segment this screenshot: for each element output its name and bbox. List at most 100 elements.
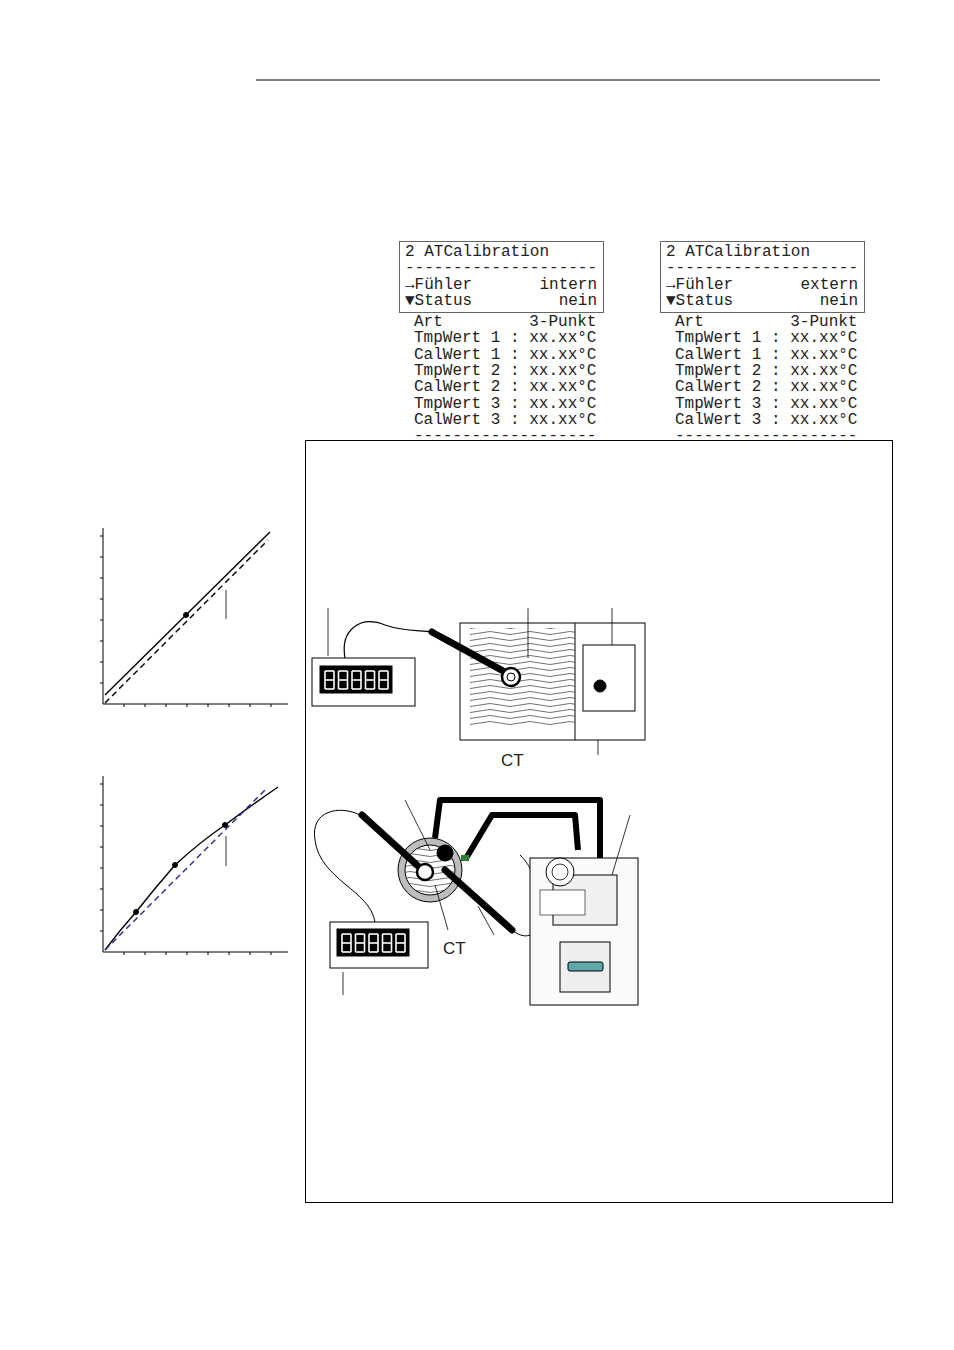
seven-segment-display [325,671,405,952]
display-segment [339,679,348,681]
display-segment [325,670,334,672]
display-segment [377,934,379,943]
menu-line: TmpWert 1 : xx.xx°C [675,330,857,346]
display-segment [396,951,405,953]
display-segment [383,951,392,953]
display-segment [333,671,335,680]
display-segment [374,680,376,689]
menu-line: -------------------- [405,260,598,276]
display-segment [324,680,326,689]
display-segment [360,680,362,689]
display-segment [356,933,365,935]
display-segment [395,943,397,952]
display-segment [404,934,406,943]
display-segment [379,688,388,690]
frame [306,441,893,1203]
menu-line: →Fühler intern [405,277,598,293]
display-segment [339,688,348,690]
display-segment [352,688,361,690]
header-rule [256,80,880,81]
display-segment [325,679,334,681]
menu-line: 2 ATCalibration [405,244,598,260]
display-segment [368,943,370,952]
menu-line: ▼Status nein [405,293,598,309]
display-segment [342,951,351,953]
display-segment [378,671,380,680]
menu-line: ▼Status nein [666,293,859,309]
display-segment [387,671,389,680]
part-label: CT [442,940,467,958]
display-segment [404,943,406,952]
display-segment [341,943,343,952]
display-segment [351,671,353,680]
menu-line: Art 3-Punkt [675,314,857,330]
display-segment [342,933,351,935]
display-segment [350,934,352,943]
display-segment [378,680,380,689]
menu-line: CalWert 3 : xx.xx°C [414,412,596,428]
display-segment [383,933,392,935]
display-segment [368,934,370,943]
display-segment [364,943,366,952]
display-segment [347,680,349,689]
display-segment [379,679,388,681]
menu-line: CalWert 1 : xx.xx°C [675,347,857,363]
display-segment [355,943,357,952]
display-segment [391,943,393,952]
display-segment [352,670,361,672]
display-segment [338,671,340,680]
display-segment [324,671,326,680]
display-segment [395,934,397,943]
menu-line: TmpWert 3 : xx.xx°C [675,396,857,412]
display-segment [374,671,376,680]
display-segment [382,934,384,943]
curve-graph [100,776,288,955]
menu-line: ------------------- [414,428,596,444]
linear-graph [100,528,288,707]
display-segment [351,680,353,689]
display-segment [341,934,343,943]
water-bath-setup [312,608,645,755]
display-segment [339,670,348,672]
display-segment [369,933,378,935]
display-segment [365,671,367,680]
display-segment [377,943,379,952]
display-segment [333,680,335,689]
display-segment [364,934,366,943]
display-segment [356,951,365,953]
display-segment [350,943,352,952]
lcd-screen: 2 ATCalibration--------------------→Fühl… [399,241,604,313]
display-segment [396,942,405,944]
menu-line: ------------------- [675,428,857,444]
display-segment [382,943,384,952]
menu-line: CalWert 2 : xx.xx°C [675,379,857,395]
menu-line: TmpWert 1 : xx.xx°C [414,330,596,346]
display-segment [352,679,361,681]
display-segment [325,688,334,690]
lcd-screen: 2 ATCalibration--------------------→Fühl… [660,241,865,313]
menu-line: Art 3-Punkt [414,314,596,330]
display-segment [360,671,362,680]
display-segment [387,680,389,689]
part-label: CT [500,752,525,770]
display-segment [342,942,351,944]
display-segment [366,670,375,672]
display-segment [366,679,375,681]
display-segment [379,670,388,672]
menu-line: →Fühler extern [666,277,859,293]
menu-line: 2 ATCalibration [666,244,859,260]
display-segment [369,951,378,953]
display-segment [369,942,378,944]
menu-line: TmpWert 3 : xx.xx°C [414,396,596,412]
display-segment [338,680,340,689]
menu-line: CalWert 1 : xx.xx°C [414,347,596,363]
menu-line: CalWert 3 : xx.xx°C [675,412,857,428]
display-segment [396,933,405,935]
display-segment [356,942,365,944]
display-segment [347,671,349,680]
menu-line: -------------------- [666,260,859,276]
menu-line: TmpWert 2 : xx.xx°C [414,363,596,379]
vessel-setup [314,800,638,1005]
display-segment [391,934,393,943]
